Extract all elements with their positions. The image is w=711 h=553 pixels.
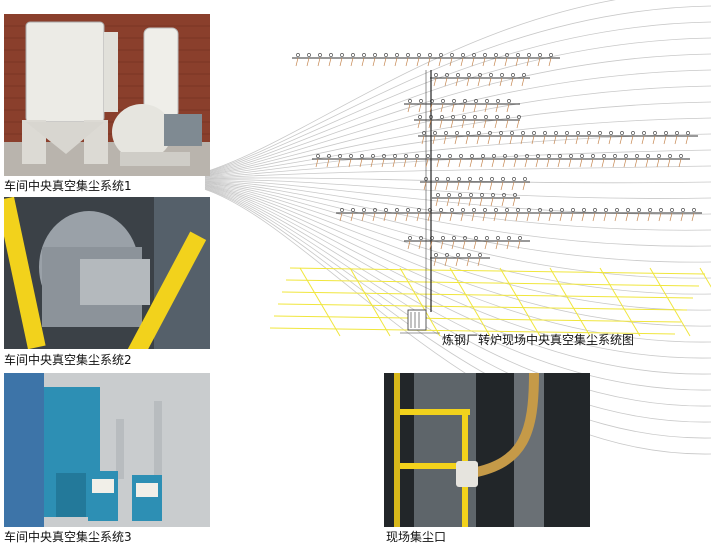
photo-vacuum-system-3 bbox=[4, 373, 210, 527]
vacuum-unit-icon bbox=[400, 309, 440, 334]
photo-3-caption: 车间中央真空集尘系统3 bbox=[4, 530, 132, 544]
photo-1-caption: 车间中央真空集尘系统1 bbox=[4, 179, 132, 193]
photo-vacuum-system-1 bbox=[4, 14, 210, 176]
photo-4-caption: 现场集尘口 bbox=[386, 530, 447, 544]
diagram-caption: 炼钢厂转炉现场中央真空集尘系统图 bbox=[442, 333, 635, 347]
floor-grid bbox=[269, 267, 711, 337]
photo-vacuum-system-2 bbox=[4, 197, 210, 349]
photo-2-caption: 车间中央真空集尘系统2 bbox=[4, 353, 132, 367]
pipe-network bbox=[292, 53, 702, 312]
photo-dust-inlet bbox=[384, 373, 590, 527]
